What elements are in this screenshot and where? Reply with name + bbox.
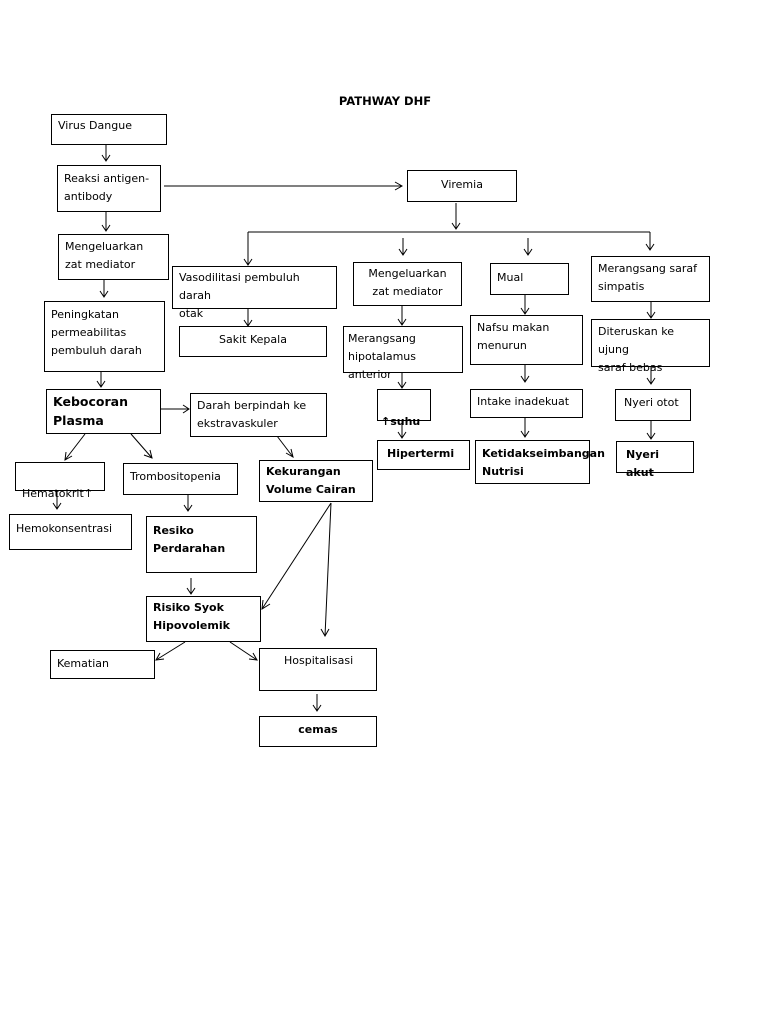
node-kebocoran-plasma: Kebocoran Plasma	[46, 389, 161, 434]
node-peningkatan-permeabilitas: Peningkatan permeabilitas pembuluh darah	[44, 301, 165, 372]
arrow-darah-kekurangan	[276, 435, 294, 458]
node-mual: Mual	[490, 263, 569, 295]
arrowhead	[520, 307, 530, 315]
arrow-syok-hospital	[229, 641, 258, 661]
node-vasodilitasi: Vasodilitasi pembuluh darah otak	[172, 266, 337, 320]
arrowhead	[52, 502, 62, 510]
arrowhead	[64, 451, 73, 461]
node-kekurangan-volume-cairan: Kekurangan Volume Cairan	[259, 460, 373, 502]
arrow-syok-kematian	[155, 641, 186, 661]
diagram-title: PATHWAY DHF	[338, 94, 432, 108]
arrowhead	[646, 377, 656, 385]
arrow-kekurangan-down	[324, 502, 332, 637]
arrow-kebocoran-trombo	[130, 433, 153, 459]
node-nyeri-otot: Nyeri otot	[615, 389, 691, 421]
arrowhead	[101, 224, 111, 232]
arrow-kebocoran-hematokrit	[64, 433, 86, 461]
arrowhead	[523, 248, 533, 256]
arrowhead	[285, 448, 294, 459]
node-suhu: ↑suhu	[377, 389, 431, 428]
arrowhead	[397, 318, 407, 326]
node-hipertermi: Hipertermi	[377, 440, 470, 470]
arrowhead	[155, 652, 165, 661]
node-nafsu-makan: Nafsu makan menurun	[470, 315, 583, 365]
node-reaksi-antigen: Reaksi antigen- antibody	[57, 165, 161, 212]
node-intake-inadekuat: Intake inadekuat	[470, 389, 583, 418]
arrowhead	[96, 380, 106, 388]
node-darah-berpindah: Darah berpindah ke ekstravaskuler	[190, 393, 327, 437]
node-mengeluarkan-mediator-1: Mengeluarkan zat mediator	[58, 234, 169, 280]
arrowhead	[451, 222, 461, 230]
node-hospitalisasi: Hospitalisasi	[259, 648, 377, 691]
node-nyeri-akut: Nyeri akut	[616, 441, 694, 479]
node-risiko-syok-hipovolemik: Risiko Syok Hipovolemik	[146, 596, 261, 642]
node-hematokrit: Hematokrit↑	[15, 462, 105, 500]
node-virus-dangue: Virus Dangue	[51, 114, 167, 145]
arrowhead	[261, 599, 271, 610]
arrowhead	[646, 311, 656, 319]
arrowhead	[394, 181, 404, 191]
arrowhead	[398, 248, 408, 256]
node-viremia: Viremia	[407, 170, 517, 202]
arrowhead	[397, 381, 407, 389]
arrowhead	[243, 258, 253, 266]
node-diteruskan-saraf: Diteruskan ke ujung saraf bebas	[591, 319, 710, 374]
up-arrow-icon: ↑	[381, 415, 391, 428]
arrowhead	[320, 628, 330, 638]
suhu-label: suhu	[390, 415, 421, 428]
arrowhead	[397, 431, 407, 439]
arrowhead	[143, 449, 153, 459]
arrowhead	[186, 587, 196, 595]
arrowhead	[312, 704, 322, 712]
node-resiko-perdarahan: Resiko Perdarahan	[146, 516, 257, 573]
node-kematian: Kematian	[50, 650, 155, 679]
node-trombositopenia: Trombositopenia	[123, 463, 238, 495]
arrowhead	[183, 504, 193, 512]
hematokrit-label: Hematokrit	[22, 487, 84, 500]
arrowhead	[645, 243, 655, 251]
node-ketidakseimbangan-nutrisi: Ketidakseimbangan Nutrisi	[475, 440, 605, 484]
node-mengeluarkan-mediator-2: Mengeluarkan zat mediator	[353, 262, 462, 306]
node-merangsang-hipotalamus: Merangsang hipotalamus anterior	[343, 326, 463, 381]
arrowhead	[101, 154, 111, 162]
arrowhead	[248, 652, 258, 661]
arrowhead	[646, 432, 656, 440]
arrowhead	[520, 375, 530, 383]
arrowhead	[99, 290, 109, 298]
arrowhead	[182, 404, 190, 414]
node-merangsang-saraf: Merangsang saraf simpatis	[591, 256, 710, 302]
up-arrow-icon: ↑	[83, 487, 94, 500]
arrowhead	[520, 430, 530, 438]
arrow-kekurangan-syok	[261, 502, 332, 610]
node-cemas: cemas	[259, 716, 377, 747]
node-sakit-kepala: Sakit Kepala	[179, 326, 327, 357]
node-hemokonsentrasi: Hemokonsentrasi	[9, 514, 132, 550]
